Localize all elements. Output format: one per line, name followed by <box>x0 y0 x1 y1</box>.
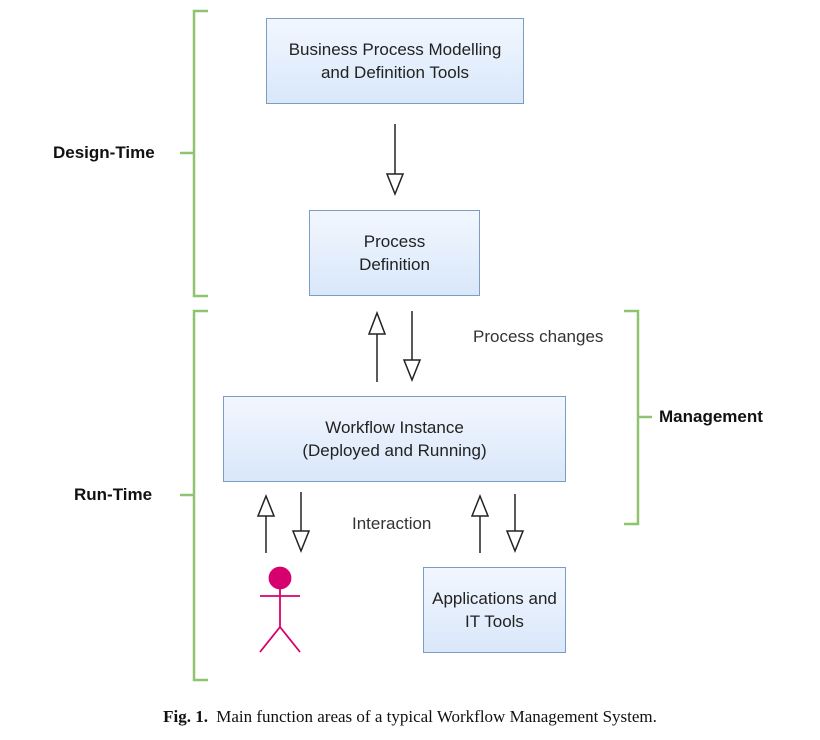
run-time-label: Run-Time <box>74 485 153 504</box>
management-bracket <box>624 309 652 526</box>
arrow-definition-to-instance <box>402 311 422 383</box>
applications-line-2: IT Tools <box>465 612 524 631</box>
arrow-instance-to-applications <box>505 494 525 554</box>
applications-box: Applications and IT Tools <box>423 567 566 653</box>
process-definition-box: Process Definition <box>309 210 480 296</box>
arrow-tools-to-definition <box>385 124 405 197</box>
interaction-label: Interaction <box>352 514 432 533</box>
arrow-instance-to-definition <box>367 310 387 382</box>
process-definition-line-1: Process <box>363 232 426 251</box>
process-changes-label: Process changes <box>473 327 604 346</box>
workflow-instance-line-1: Workflow Instance <box>325 418 464 437</box>
design-time-bracket <box>180 9 208 298</box>
workflow-instance-box: Workflow Instance (Deployed and Running) <box>223 396 566 482</box>
figure-caption-prefix: Fig. 1. <box>163 707 208 726</box>
figure-caption-text: Main function areas of a typical Workflo… <box>216 707 657 726</box>
run-time-bracket <box>180 309 208 682</box>
modelling-tools-box: Business Process Modelling and Definitio… <box>266 18 524 104</box>
stick-figure-user-icon <box>259 566 301 653</box>
workflow-instance-line-2: (Deployed and Running) <box>302 441 487 460</box>
arrow-instance-to-user <box>291 492 311 554</box>
arrow-user-to-instance <box>256 493 276 553</box>
modelling-tools-line-1: Business Process Modelling <box>288 40 502 59</box>
design-time-label: Design-Time <box>53 143 155 162</box>
process-definition-line-2: Definition <box>359 255 430 274</box>
management-label: Management <box>659 407 763 426</box>
modelling-tools-line-2: and Definition Tools <box>320 63 470 82</box>
applications-line-1: Applications and <box>432 589 557 608</box>
arrow-applications-to-instance <box>470 493 490 553</box>
figure-caption: Fig. 1. Main function areas of a typical… <box>0 707 820 727</box>
